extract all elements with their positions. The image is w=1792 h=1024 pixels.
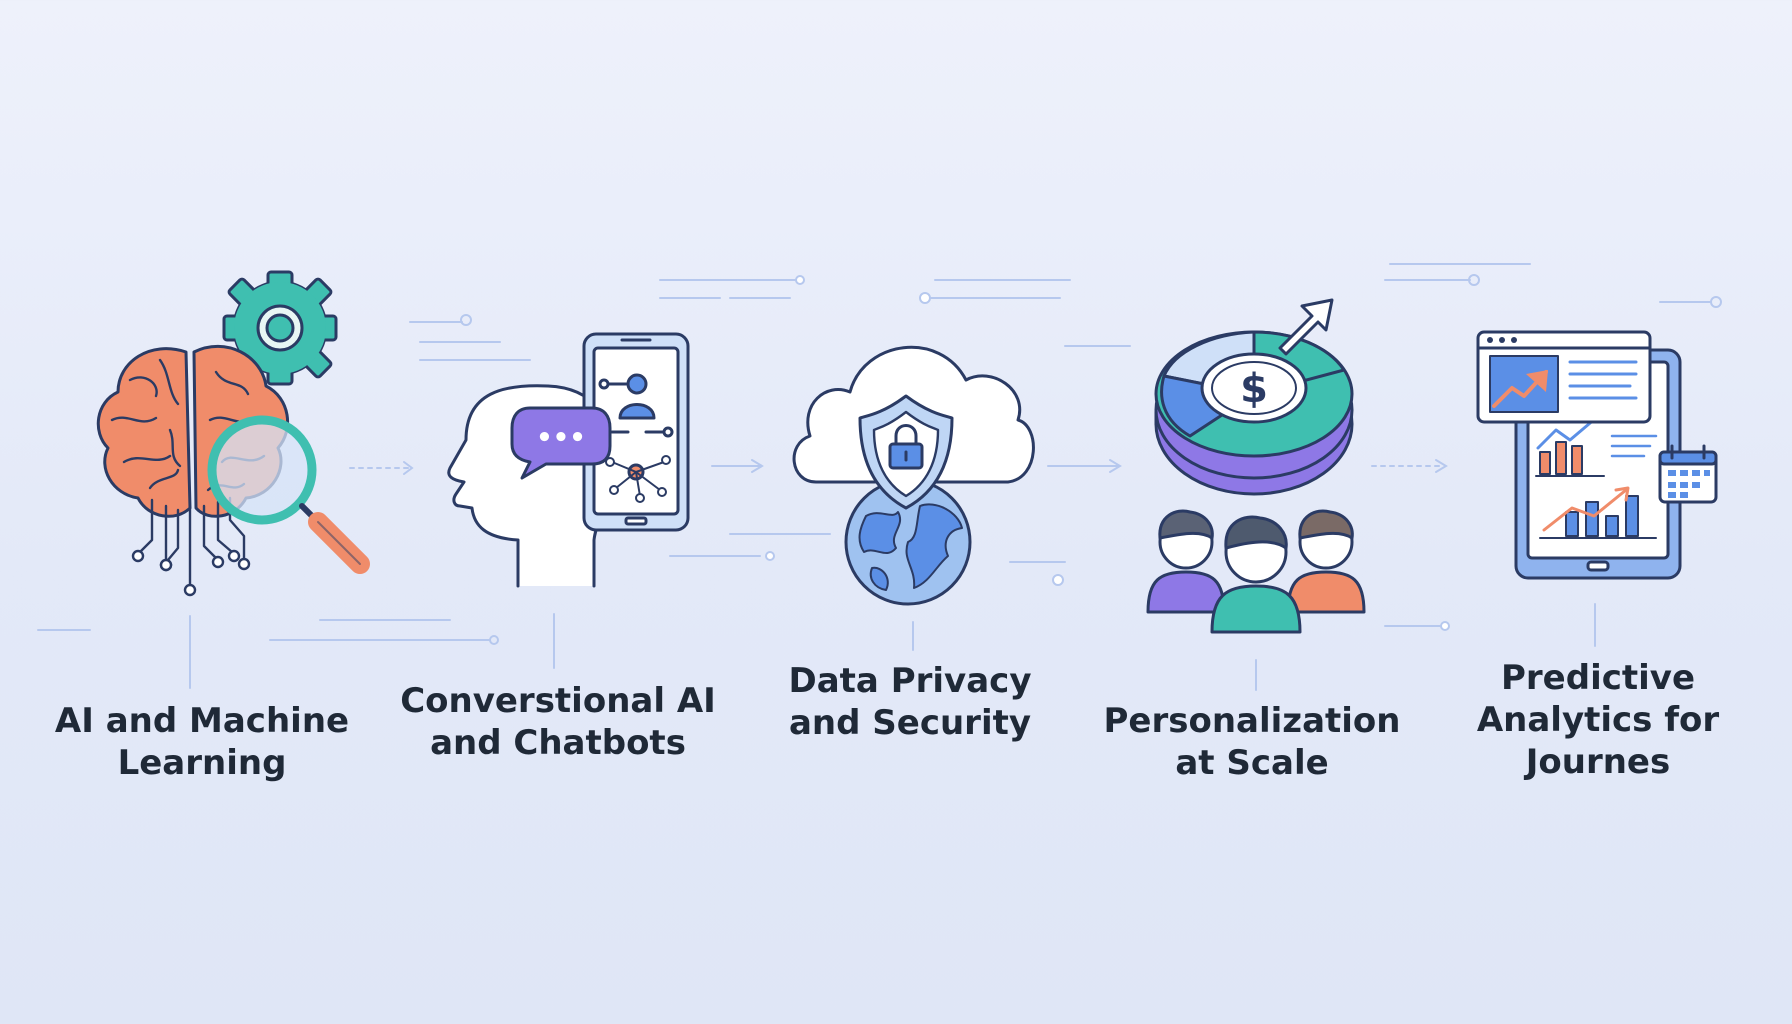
chat-bubble-icon: •••	[510, 406, 612, 480]
step-label-data-privacy: Data Privacy and Security	[750, 660, 1070, 744]
globe-icon	[844, 478, 972, 606]
label-line: Analytics for	[1476, 700, 1720, 740]
label-line: Predictive	[1500, 658, 1696, 698]
chat-dots: •••	[536, 423, 586, 453]
person-center	[1210, 515, 1302, 634]
label-line: and Security	[788, 703, 1032, 743]
step-label-predictive-analytics: Predictive Analytics for Journes	[1438, 657, 1758, 783]
coin-chart-people-icon: $	[1146, 298, 1366, 634]
head-chat-phone-icon: •••	[447, 332, 690, 588]
phone-icon	[582, 332, 690, 532]
calendar-icon	[1658, 444, 1718, 504]
arrow-up-icon	[1278, 298, 1334, 356]
browser-window-icon	[1476, 330, 1652, 424]
brain-gear-magnifier-icon	[96, 270, 370, 597]
people-icon	[1146, 509, 1366, 634]
magnifier-icon	[207, 415, 370, 574]
label-line: Learning	[117, 743, 287, 783]
label-line: Personalization	[1103, 701, 1401, 741]
step-label-personalization: Personalization at Scale	[1092, 700, 1412, 784]
person-left	[1146, 509, 1226, 614]
label-line: at Scale	[1175, 743, 1329, 783]
label-line: AI and Machine	[54, 701, 350, 741]
bar-chart-small	[1535, 416, 1658, 477]
step-label-conversational-ai: Converstional AI and Chatbots	[398, 680, 718, 764]
label-line: Data Privacy	[788, 661, 1032, 701]
label-line: Converstional AI	[400, 681, 716, 721]
label-line: and Chatbots	[430, 723, 686, 763]
tablet-analytics-calendar-icon	[1476, 330, 1718, 580]
step-label-ai-machine-learning: AI and Machine Learning	[42, 700, 362, 784]
label-line: Journes	[1525, 742, 1671, 782]
connector-lines	[37, 263, 1722, 691]
dollar-sign: $	[1240, 366, 1268, 412]
shield-icon	[858, 394, 954, 510]
cloud-shield-globe-icon	[792, 345, 1035, 606]
bar-chart-large	[1539, 486, 1657, 539]
stacked-disc-chart: $	[1154, 330, 1354, 496]
person-right	[1286, 509, 1366, 614]
